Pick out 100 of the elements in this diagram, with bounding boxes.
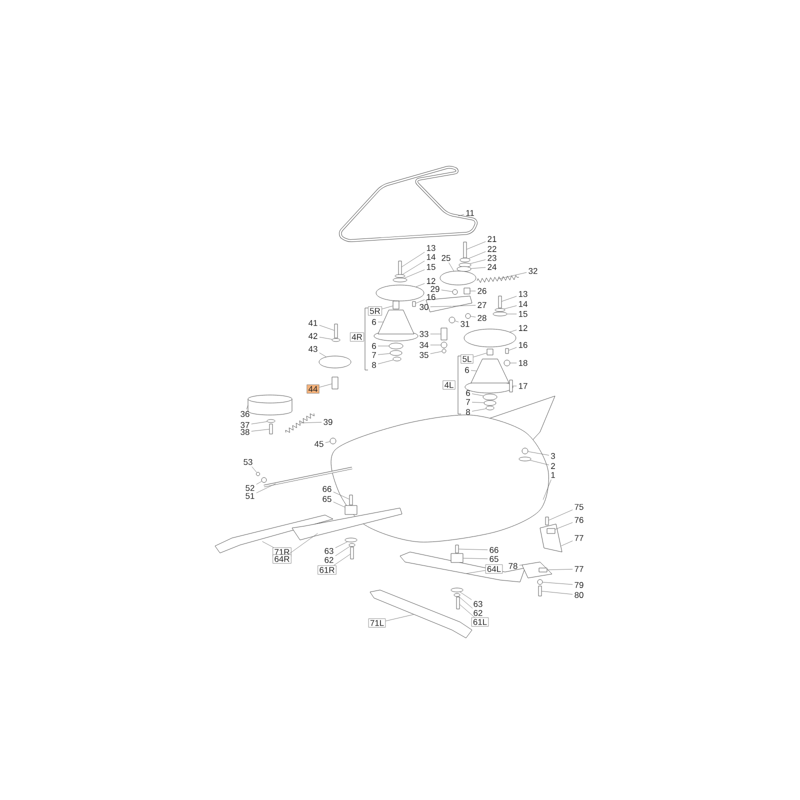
callout-number: 21 xyxy=(488,236,496,242)
callout-number: 4R xyxy=(350,332,364,342)
callout-number: 41 xyxy=(308,320,318,326)
leader-line xyxy=(454,320,459,322)
callout-number: 39 xyxy=(324,419,332,425)
bolt xyxy=(463,242,467,258)
clutch xyxy=(248,394,292,416)
leader-line xyxy=(335,542,348,548)
leader-line xyxy=(519,564,524,566)
leader-line xyxy=(402,260,425,275)
leader-line xyxy=(378,360,394,364)
callout-number: 66 xyxy=(490,547,498,553)
callout-number: 33 xyxy=(420,331,428,337)
washer xyxy=(266,419,276,423)
leader-line xyxy=(430,344,441,346)
callout-number: 23 xyxy=(488,255,496,261)
leader-line xyxy=(288,533,318,555)
callout-number: 44 xyxy=(306,384,320,394)
callout-number: 28 xyxy=(478,315,486,321)
spring xyxy=(476,275,520,283)
leader-line xyxy=(378,353,390,355)
washer xyxy=(388,342,404,350)
callout-number: 79 xyxy=(574,582,584,588)
callout-number: 7 xyxy=(372,352,376,358)
washer xyxy=(486,406,494,410)
bolt xyxy=(456,596,460,610)
leader-line xyxy=(470,290,476,292)
callout-number: 26 xyxy=(478,288,486,294)
washer xyxy=(460,258,470,262)
bushing xyxy=(440,328,448,340)
bushing xyxy=(332,376,338,390)
washer xyxy=(482,394,498,400)
callout-number: 1 xyxy=(551,472,555,478)
leader-line xyxy=(466,241,486,250)
leader-line xyxy=(430,351,442,354)
callout-number: 6 xyxy=(372,319,376,325)
callout-number: 64R xyxy=(272,554,292,564)
belt xyxy=(339,166,478,242)
leader-line xyxy=(319,325,334,331)
leader-line xyxy=(530,460,550,466)
bolt xyxy=(269,424,273,434)
bolt xyxy=(509,380,513,392)
leader-line xyxy=(333,492,350,500)
leader-line xyxy=(252,466,257,473)
leader-line xyxy=(460,592,472,600)
callout-number: 25 xyxy=(442,255,450,261)
leader-line xyxy=(458,214,464,216)
washer xyxy=(392,278,408,282)
callout-number: 38 xyxy=(240,429,250,435)
nut xyxy=(537,579,543,585)
callout-number: 77 xyxy=(574,566,584,572)
callout-number: 30 xyxy=(420,304,428,310)
bolt xyxy=(498,296,502,308)
leader-line xyxy=(542,582,573,585)
nut xyxy=(330,438,336,444)
leader-line xyxy=(466,570,486,574)
washer xyxy=(394,274,406,278)
nut xyxy=(504,360,510,366)
callout-number: 8 xyxy=(466,409,470,415)
leader-line xyxy=(555,522,573,530)
callout-number: 8 xyxy=(372,362,376,368)
callout-number: 51 xyxy=(246,493,254,499)
washer xyxy=(454,593,460,597)
leader-line xyxy=(319,384,332,388)
leader-line xyxy=(470,370,477,372)
callout-number: 62 xyxy=(474,610,482,616)
callout-number: 64L xyxy=(485,564,503,574)
nut xyxy=(465,313,471,319)
leader-line xyxy=(504,305,517,310)
bolt xyxy=(334,324,338,338)
callout-number: 16 xyxy=(426,294,436,300)
leader-line xyxy=(542,479,552,500)
leader-line xyxy=(561,540,573,546)
callout-number: 15 xyxy=(518,311,528,317)
leader-line xyxy=(510,330,517,332)
callout-number: 18 xyxy=(518,360,528,366)
bolt xyxy=(412,301,416,307)
callout-number: 77 xyxy=(574,535,584,541)
callout-number: 36 xyxy=(240,411,250,417)
bolt xyxy=(455,544,459,554)
leader-line xyxy=(458,548,488,550)
rod xyxy=(264,466,352,488)
bushing xyxy=(392,300,400,310)
leader-line xyxy=(463,558,488,560)
callout-number: 7 xyxy=(466,399,470,405)
bushing xyxy=(486,348,494,356)
callout-number: 52 xyxy=(246,485,254,491)
callout-number: 63 xyxy=(324,548,334,554)
callout-number: 6 xyxy=(466,390,470,396)
leader-line xyxy=(430,306,452,308)
callout-number: 61L xyxy=(471,617,489,627)
washer xyxy=(484,400,496,406)
leader-line xyxy=(404,269,425,278)
leader-line xyxy=(448,262,454,272)
pulley xyxy=(318,356,352,368)
washer xyxy=(392,356,402,362)
leader-line xyxy=(508,347,517,351)
callout-number: 15 xyxy=(426,264,436,270)
callout-number: 14 xyxy=(518,301,528,307)
leader-line xyxy=(548,510,573,520)
